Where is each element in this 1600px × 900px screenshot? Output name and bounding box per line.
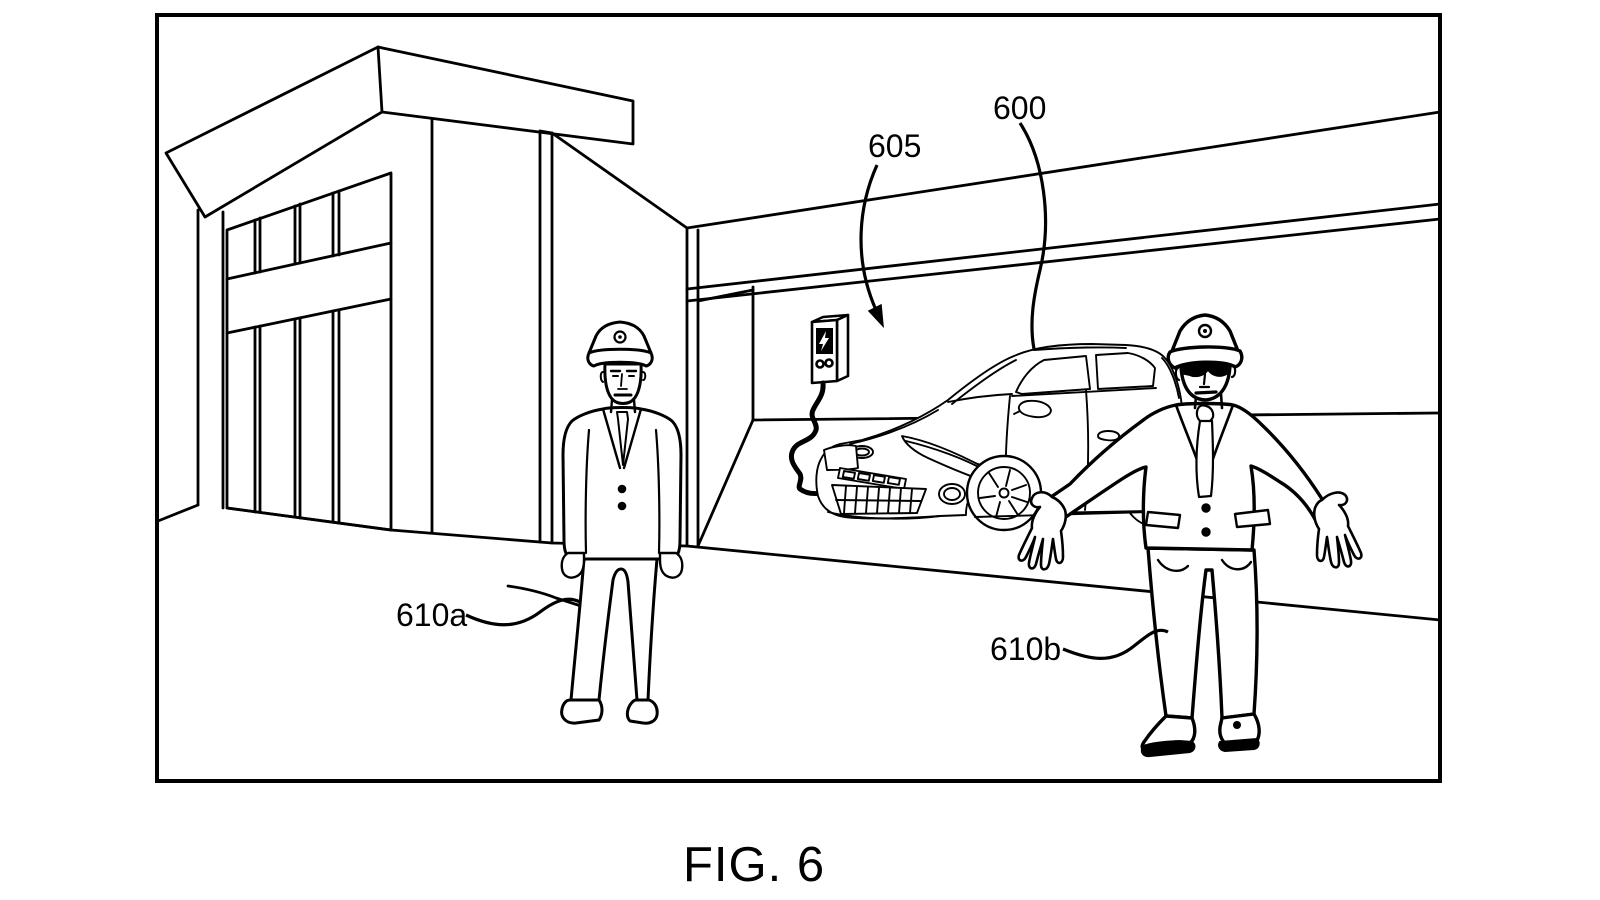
valet-b-tie-knot [1195, 404, 1215, 424]
valet-a-tie [616, 411, 629, 466]
garage-threshold-line [685, 544, 1442, 622]
valet-arms-down [560, 320, 684, 725]
leader-605-arrowhead [867, 303, 884, 329]
valet-b-button [1201, 527, 1211, 537]
car-hood-line [849, 409, 939, 445]
car-door-window [1015, 355, 1091, 395]
leader-605 [859, 164, 879, 311]
car-roof-rail [1033, 346, 1127, 351]
valet-b-shoe-lace [1233, 721, 1241, 729]
valet-a-hand-left [560, 551, 586, 579]
valet-b-pockets [1156, 558, 1253, 572]
car-bumper-lip [827, 511, 941, 520]
building [156, 45, 689, 548]
charger-knob-left [815, 359, 825, 369]
valet-b-face-features [1194, 372, 1218, 395]
car-lower-grille [831, 484, 927, 515]
label-605: 605 [868, 128, 921, 164]
car-fog-lamp [938, 483, 966, 505]
valet-a-lapels [601, 407, 643, 470]
valet-b-hand-right [1312, 491, 1363, 569]
lightning-bolt-icon [819, 331, 829, 351]
valet-b-cap-badge-dot [1203, 329, 1207, 333]
valet-a-sleeve-seams [584, 428, 661, 555]
corner-pillar [538, 129, 554, 545]
valet-b-trousers [1146, 546, 1259, 720]
valet-b-pocket-flaps [1144, 508, 1272, 530]
valet-b-hand-left [1017, 490, 1068, 571]
garage-header-upper [685, 202, 1442, 291]
valet-b-button [1201, 503, 1211, 513]
charger-knob-right [824, 358, 834, 368]
garage-reveal-top [696, 288, 755, 303]
overhanging-roof-slab [164, 45, 635, 219]
car-mirror [1013, 399, 1052, 419]
leader-610a [465, 597, 581, 627]
label-600: 600 [993, 90, 1046, 126]
charger-side-face [835, 313, 850, 383]
car-beltline [1011, 387, 1157, 397]
driveway-contour [506, 584, 586, 609]
valet-a-cap-brim [586, 347, 654, 368]
leader-600 [1018, 122, 1048, 350]
car-a-pillar [951, 359, 1017, 405]
car-quarter-window [1095, 352, 1156, 390]
label-610a: 610a [396, 597, 467, 633]
valet-a-trousers [569, 557, 659, 702]
building-base-left [156, 503, 200, 523]
valet-a-hand-right [658, 551, 684, 579]
valet-a-shoe-left [560, 698, 604, 725]
valet-a-shoe-right [625, 698, 659, 725]
garage-wall-top-edge [685, 110, 1442, 230]
valet-a-button [617, 484, 627, 494]
figure-caption: FIG. 6 [683, 838, 825, 892]
valet-a-cap-badge-dot [618, 335, 622, 339]
garage-reveal-base [696, 418, 755, 548]
car-hatch-line [1161, 357, 1180, 399]
valet-a-ears [599, 371, 647, 383]
valet-arms-spread [1017, 313, 1363, 758]
valet-a-neck [609, 398, 637, 414]
car-headlight-left [823, 444, 859, 471]
valet-a-button [617, 501, 627, 511]
valet-a-face-features [609, 369, 638, 397]
valet-b-cap-brim [1166, 345, 1244, 370]
entrance-glazing [225, 171, 393, 532]
label-610b: 610b [990, 631, 1061, 667]
side-wall-top-edge [550, 131, 689, 230]
garage-header-lower [685, 217, 1442, 303]
car-fog-lamp-inner [943, 487, 961, 501]
valet-a-face [603, 362, 643, 405]
car-front-wheel [965, 454, 1043, 532]
reference-annotations: 600 605 610a 610b [396, 90, 1169, 667]
valet-b-shoe-left-sole [1140, 740, 1196, 758]
valet-b-shoe-right-sole [1218, 738, 1260, 752]
leader-610b [1062, 628, 1169, 660]
valet-b-tie [1195, 419, 1215, 499]
valet-b-jacket [1049, 401, 1324, 552]
valet-b-sunglasses [1182, 361, 1229, 378]
car-windshield-base [947, 393, 1013, 403]
